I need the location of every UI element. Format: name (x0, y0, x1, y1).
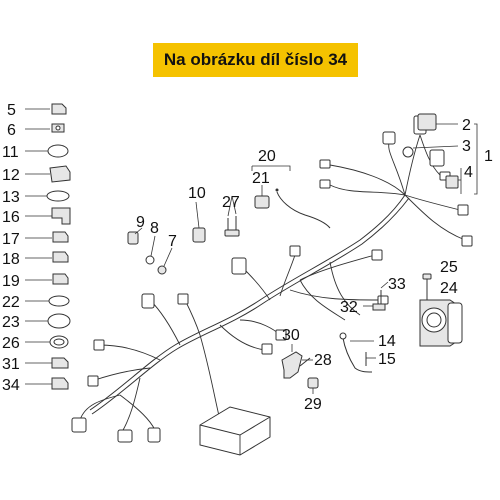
label-28: 28 (314, 352, 332, 369)
label-5: 5 (7, 102, 16, 119)
part-4-fuse-holder[interactable] (445, 168, 462, 194)
main-harness[interactable] (79, 134, 466, 436)
part-21-connector[interactable] (254, 185, 270, 209)
label-9: 9 (136, 214, 145, 231)
part-29-nut[interactable] (307, 377, 319, 394)
label-18: 18 (2, 251, 20, 268)
label-19: 19 (2, 273, 20, 290)
part-27-screws[interactable] (224, 195, 240, 237)
part-26-ring[interactable] (25, 335, 69, 349)
part-6-clip[interactable] (25, 123, 65, 133)
label-33: 33 (388, 276, 406, 293)
label-14: 14 (378, 333, 396, 350)
label-24: 24 (440, 280, 458, 297)
part-32-clip[interactable] (363, 303, 386, 311)
label-22: 22 (2, 294, 20, 311)
part-8-nut[interactable] (145, 235, 156, 265)
label-2: 2 (462, 117, 471, 134)
label-31: 31 (2, 356, 20, 373)
label-32: 32 (340, 299, 358, 316)
part-1-bracket-line (474, 123, 478, 195)
part-10-sensor[interactable] (192, 201, 206, 243)
label-26: 26 (2, 335, 20, 352)
label-25: 25 (440, 259, 458, 276)
part-7-washer[interactable] (157, 247, 173, 275)
label-34: 34 (2, 377, 20, 394)
part-19-clip[interactable] (25, 273, 69, 285)
label-29: 29 (304, 396, 322, 413)
part-12-connector-bracket[interactable] (25, 165, 71, 183)
part-18-clip[interactable] (25, 251, 69, 263)
part-34-clip[interactable] (25, 377, 69, 390)
part-17-clip[interactable] (25, 231, 69, 243)
part-14-cable[interactable] (339, 332, 374, 373)
label-17: 17 (2, 231, 20, 248)
part-13-cable-tie[interactable] (25, 190, 70, 202)
label-15: 15 (378, 351, 396, 368)
control-unit[interactable] (199, 406, 271, 456)
label-7: 7 (168, 233, 177, 250)
label-13: 13 (2, 189, 20, 206)
label-12: 12 (2, 167, 20, 184)
banner-text: Na obrázku díl číslo 34 (163, 50, 348, 69)
part-9-bolt[interactable] (127, 227, 143, 245)
label-4: 4 (464, 164, 473, 181)
part-28-screw[interactable] (299, 357, 313, 367)
label-8: 8 (150, 220, 159, 237)
part-25-screw[interactable] (422, 273, 432, 300)
left-parts-column (25, 103, 71, 390)
part-30-bracket[interactable] (281, 344, 303, 379)
label-27: 27 (222, 194, 240, 211)
label-1: 1 (484, 148, 493, 165)
label-10: 10 (188, 185, 206, 202)
part-2-relay[interactable] (417, 113, 458, 131)
part-number-banner: Na obrázku díl číslo 34 (153, 43, 358, 77)
label-23: 23 (2, 314, 20, 331)
part-20-lead-wire[interactable] (251, 165, 331, 229)
label-16: 16 (2, 209, 20, 226)
part-16-holder[interactable] (25, 207, 71, 225)
part-11-cable-tie[interactable] (25, 144, 69, 158)
part-15-screw[interactable] (365, 352, 376, 366)
label-20: 20 (258, 148, 276, 165)
label-6: 6 (7, 122, 16, 139)
part-24-throttle-body[interactable] (419, 299, 463, 347)
label-3: 3 (462, 138, 471, 155)
part-33-sensor[interactable] (380, 281, 389, 304)
label-21: 21 (252, 170, 270, 187)
part-3-grommet[interactable] (402, 145, 459, 158)
label-11: 11 (2, 144, 19, 161)
part-23-grommet[interactable] (25, 313, 71, 329)
part-31-clip[interactable] (25, 357, 69, 369)
callout-labels: 5 6 11 12 13 16 17 18 19 22 23 26 31 34 … (2, 102, 493, 413)
label-30: 30 (282, 327, 300, 344)
part-22-cable-tie[interactable] (25, 295, 70, 307)
part-5-clip[interactable] (25, 103, 67, 115)
